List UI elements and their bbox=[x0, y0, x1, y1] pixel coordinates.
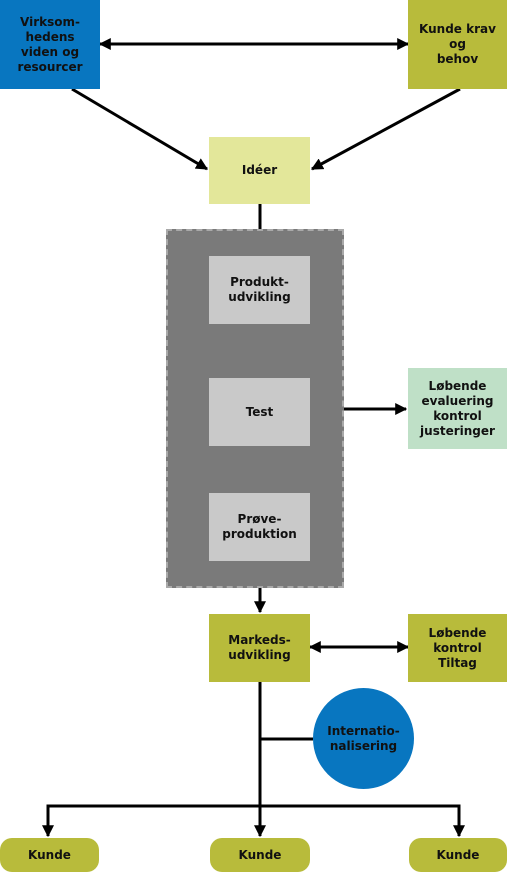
arrow-branch-left-customer bbox=[42, 804, 260, 838]
arrow-customer-needs-ideas bbox=[310, 87, 461, 171]
control-node: Løbende kontrol Tiltag bbox=[408, 614, 507, 682]
product-development-node: Produkt- udvikling bbox=[209, 256, 310, 324]
arrow-branch-right-customer bbox=[260, 804, 465, 838]
market-development-node: Markeds- udvikling bbox=[209, 614, 310, 682]
resources-node: Virksom- hedens viden og resourcer bbox=[0, 0, 100, 89]
internationalisation-node: Internatio- nalisering bbox=[313, 688, 414, 789]
arrow-resources-ideas bbox=[71, 87, 209, 171]
test-node: Test bbox=[209, 378, 310, 446]
ideas-node: Idéer bbox=[209, 137, 310, 204]
customer-node-left: Kunde bbox=[0, 838, 99, 872]
customer-needs-node: Kunde krav og behov bbox=[408, 0, 507, 89]
customer-node-right: Kunde bbox=[409, 838, 507, 872]
evaluation-node: Løbende evaluering kontrol justeringer bbox=[408, 368, 507, 449]
customer-node-center: Kunde bbox=[210, 838, 310, 872]
trial-production-node: Prøve- produktion bbox=[209, 493, 310, 561]
